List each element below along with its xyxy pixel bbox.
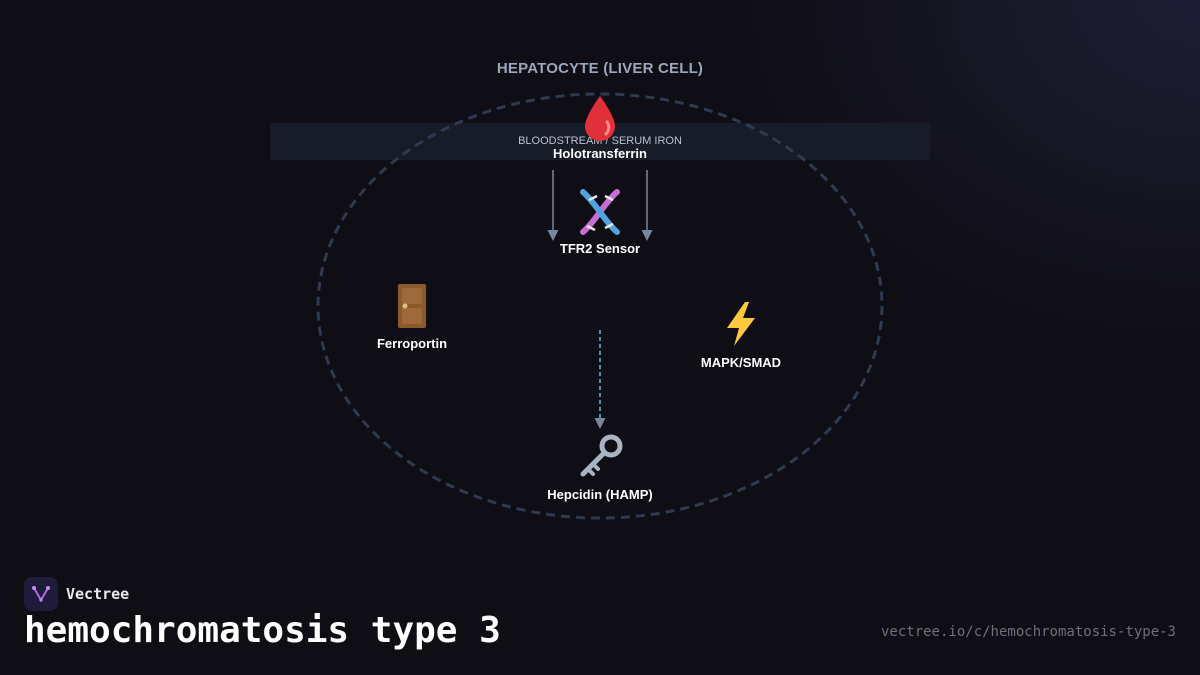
vectree-logo-icon (24, 577, 58, 611)
node-tfr2-sensor: TFR2 Sensor (520, 188, 680, 256)
ferroportin-label: Ferroportin (376, 336, 448, 351)
dna-icon (520, 188, 680, 236)
brand-name: Vectree (66, 585, 130, 603)
tfr2-sensor-label: TFR2 Sensor (559, 241, 641, 256)
node-ferroportin: Ferroportin (332, 282, 492, 351)
page-title: hemochromatosis type 3 (24, 610, 501, 651)
lightning-icon (661, 300, 821, 348)
source-url[interactable]: vectree.io/c/hemochromatosis-type-3 (880, 624, 1176, 640)
blood-drop-icon (520, 94, 680, 142)
bloodstream-label: BLOODSTREAM / SERUM IRON (518, 135, 682, 147)
cell-membrane (316, 92, 884, 520)
node-mapk-smad: MAPK/SMAD (661, 300, 821, 370)
node-hepcidin: Hepcidin (HAMP) (520, 432, 680, 502)
node-holotransferrin: Holotransferrin (520, 94, 680, 161)
arrowhead-left (547, 230, 559, 241)
brand: Vectree (24, 577, 129, 611)
arrowhead-right (641, 230, 653, 241)
door-icon (332, 282, 492, 330)
mapk-smad-label: MAPK/SMAD (700, 355, 782, 370)
arrowhead-hepcidin (594, 418, 606, 429)
hepcidin-label: Hepcidin (HAMP) (547, 487, 653, 502)
cell-title: HEPATOCYTE (LIVER CELL) (496, 60, 704, 77)
holotransferrin-label: Holotransferrin (553, 146, 647, 161)
key-icon (520, 432, 680, 480)
